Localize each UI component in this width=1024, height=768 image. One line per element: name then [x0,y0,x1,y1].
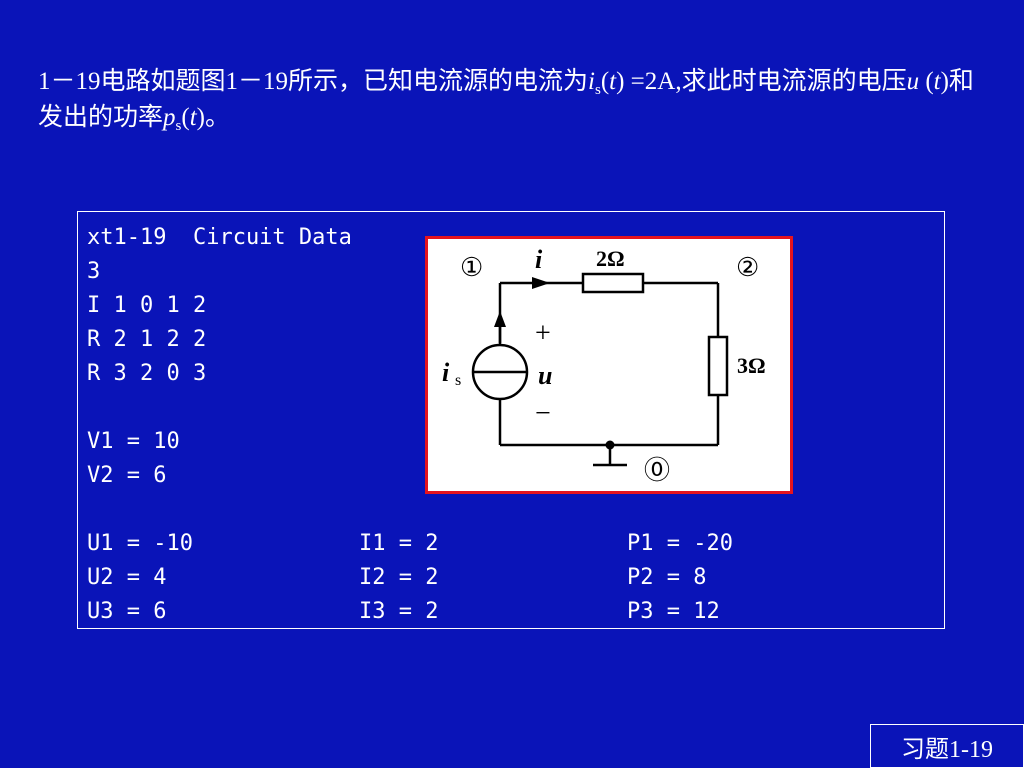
circuit-data-panel: xt1-19 Circuit Data 3 I 1 0 1 2 R 2 1 2 … [77,211,945,629]
voltage-results: U1 = -10 U2 = 4 U3 = 6 [87,527,193,629]
power-results: P1 = -20 P2 = 8 P3 = 12 [627,527,733,629]
node-1-label: ① [460,253,483,282]
voltage-result-line: U2 = 4 [87,565,167,590]
voltage-u-label: u [538,361,552,390]
circuit-schematic: ① ② ⓪ i 2Ω 3Ω i s + u − [442,245,766,485]
source-current-label: i [442,358,450,387]
voltage-minus-sign: − [535,398,551,429]
voltage-result-line: U3 = 6 [87,599,167,624]
exercise-tag: 习题1-19 [870,724,1024,768]
node-0-label: ⓪ [644,456,670,485]
current-result-line: I1 = 2 [359,531,439,556]
source-current-subscript: s [455,372,461,389]
power-result-line: P3 = 12 [627,599,720,624]
netlist-line: 3 [87,259,101,284]
netlist-line: R 2 1 2 2 [87,327,207,352]
netlist-line: V2 = 6 [87,463,167,488]
current-i-label: i [535,245,543,274]
source-arrow-head [494,311,506,327]
netlist-text: xt1-19 Circuit Data 3 I 1 0 1 2 R 2 1 2 … [87,221,352,493]
problem-statement: 1－19电路如题图1－19所示，已知电流源的电流为is(t) =2A,求此时电流… [38,68,974,134]
voltage-result-line: U1 = -10 [87,531,193,556]
resistor-2ohm-label: 2Ω [596,246,625,271]
node-2-label: ② [736,253,759,282]
circuit-diagram: ① ② ⓪ i 2Ω 3Ω i s + u − [425,236,793,494]
voltage-plus-sign: + [535,318,551,349]
resistor-2ohm [581,272,645,294]
current-result-line: I2 = 2 [359,565,439,590]
ground-node-dot [605,440,615,450]
netlist-line: xt1-19 Circuit Data [87,225,352,250]
power-result-line: P1 = -20 [627,531,733,556]
resistor-3ohm-label: 3Ω [737,353,766,378]
current-result-line: I3 = 2 [359,599,439,624]
netlist-line: V1 = 10 [87,429,180,454]
netlist-line: I 1 0 1 2 [87,293,207,318]
current-arrow-head [532,277,550,289]
current-results: I1 = 2 I2 = 2 I3 = 2 [359,527,438,629]
power-result-line: P2 = 8 [627,565,707,590]
netlist-line: R 3 2 0 3 [87,361,207,386]
resistor-3ohm [707,335,729,397]
